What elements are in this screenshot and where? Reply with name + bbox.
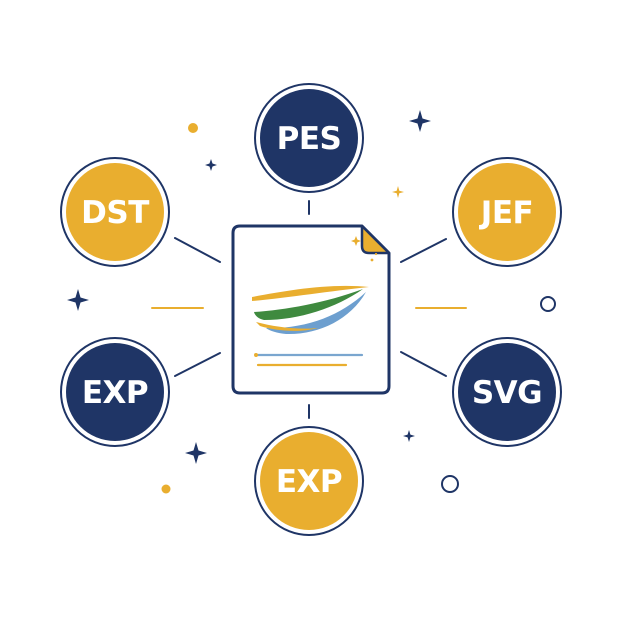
badge-exp-left-label: EXP [82, 375, 148, 411]
badge-svg-label: SVG [472, 375, 542, 411]
connector-svg [400, 351, 447, 377]
badge-dst[interactable]: DST [60, 157, 170, 267]
badge-jef[interactable]: JEF [452, 157, 562, 267]
badge-svg[interactable]: SVG [452, 337, 562, 447]
thread-swoosh-icon [252, 285, 369, 335]
swoosh-gold [252, 285, 369, 301]
badge-jef-label: JEF [479, 195, 533, 231]
badge-pes[interactable]: PES [254, 83, 364, 193]
document-text-lines [254, 353, 364, 367]
sparkle-icon [205, 159, 217, 171]
dot-icon [161, 484, 171, 494]
swoosh-gold-tail [256, 322, 318, 331]
dot-icon [188, 123, 198, 133]
connector-jef [400, 238, 447, 263]
badge-exp-left[interactable]: EXP [60, 337, 170, 447]
fold-sparkle-icon [351, 236, 378, 262]
sparkle-icon [392, 186, 404, 198]
decorations [67, 110, 556, 494]
swoosh-blue [266, 292, 366, 335]
ring-icon [540, 296, 556, 312]
sparkle-icon [185, 442, 207, 464]
document-fold-corner [360, 224, 391, 255]
sparkle-icon [409, 110, 431, 132]
text-bullet-1 [254, 353, 258, 357]
badge-exp-bottom[interactable]: EXP [254, 426, 364, 536]
badge-dst-label: DST [81, 195, 149, 231]
badge-pes-label: PES [277, 121, 342, 157]
swoosh-green [254, 289, 363, 320]
connector-dst [174, 237, 221, 263]
connectors [174, 200, 447, 419]
sparkle-icon [403, 430, 415, 442]
connector-exp-left [174, 352, 221, 377]
sparkle-icon [67, 289, 89, 311]
center-document [231, 224, 391, 395]
badge-exp-bottom-label: EXP [276, 464, 342, 500]
ring-icon [441, 475, 459, 493]
